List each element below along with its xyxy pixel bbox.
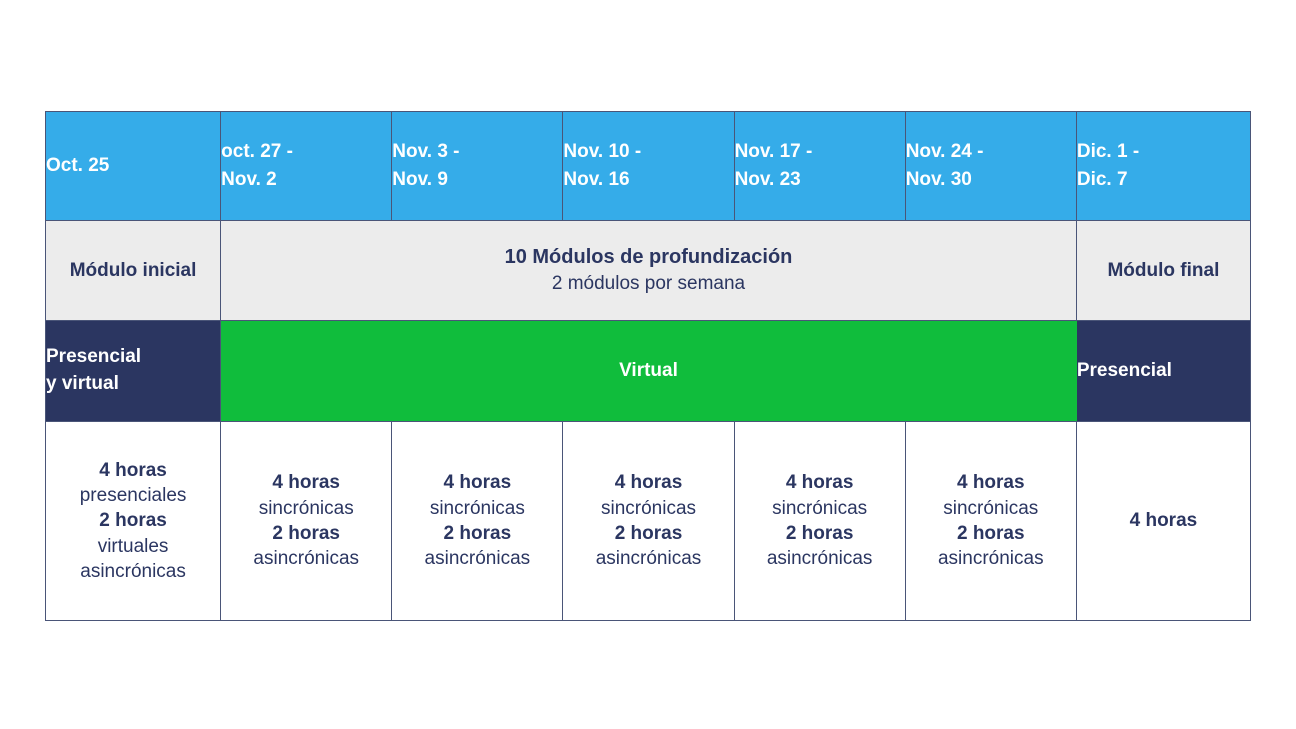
module-initial-cell: Módulo inicial [44, 220, 222, 321]
date-line: Dic. 7 [1076, 169, 1128, 190]
date-header-cell-0: Oct. 25 [44, 111, 222, 221]
date-line: Oct. 25 [46, 154, 110, 176]
date-line: Nov. 30 [905, 169, 972, 190]
hours-line: virtuales [97, 535, 169, 557]
modality-first-cell: Presencial y virtual [44, 320, 222, 422]
date-header-cell-6: Dic. 1 - Dic. 7 [1075, 111, 1252, 221]
hours-line: asincrónicas [595, 548, 702, 570]
modality-virtual-cell: Virtual [220, 320, 1077, 422]
module-row: Módulo inicial 10 Módulos de profundizac… [44, 220, 1252, 321]
hours-cell-6: 4 horas [1075, 421, 1252, 621]
module-deepening-title: 10 Módulos de profundización [504, 245, 793, 268]
hours-line: 2 horas [443, 523, 512, 544]
hours-row: 4 horas presenciales 2 horas virtuales a… [44, 421, 1252, 621]
modality-last-cell: Presencial [1075, 320, 1252, 422]
hours-cell-5: 4 horas sincrónicas 2 horas asincrónicas [904, 421, 1077, 621]
hours-line: 2 horas [956, 523, 1025, 544]
hours-line: asincrónicas [424, 548, 531, 570]
hours-line: presenciales [79, 485, 187, 507]
date-line: Dic. 1 - [1076, 140, 1140, 162]
hours-line: sincrónicas [772, 497, 868, 519]
hours-line: sincrónicas [258, 497, 354, 519]
hours-cell-0: 4 horas presenciales 2 horas virtuales a… [44, 421, 222, 621]
hours-line: 4 horas [785, 472, 854, 494]
date-header-cell-5: Nov. 24 - Nov. 30 [904, 111, 1077, 221]
hours-line: asincrónicas [937, 548, 1044, 570]
modality-line: y virtual [46, 373, 119, 394]
modality-line: Presencial [46, 346, 142, 368]
hours-cell-4: 4 horas sincrónicas 2 horas asincrónicas [733, 421, 906, 621]
hours-line: sincrónicas [600, 497, 697, 519]
date-line: oct. 27 - [221, 140, 293, 162]
hours-line: 4 horas [272, 472, 340, 494]
hours-line: 4 horas [443, 472, 512, 494]
hours-line: 2 horas [99, 510, 167, 532]
hours-line: asincrónicas [253, 548, 360, 570]
hours-line: sincrónicas [429, 497, 525, 519]
course-schedule-table: Oct. 25 oct. 27 - Nov. 2 Nov. 3 - Nov. 9… [44, 111, 1252, 621]
date-line: Nov. 23 [734, 169, 801, 190]
date-header-cell-1: oct. 27 - Nov. 2 [220, 111, 393, 221]
date-line: Nov. 16 [563, 169, 630, 190]
date-line: Nov. 24 - [905, 140, 984, 162]
module-deepening-cell: 10 Módulos de profundización 2 módulos p… [220, 220, 1077, 321]
module-deepening-subtitle: 2 módulos por semana [551, 273, 746, 295]
date-line: Nov. 3 - [392, 140, 460, 162]
hours-line: 2 horas [614, 523, 683, 544]
hours-line: 4 horas [1129, 510, 1198, 532]
hours-line: 4 horas [99, 459, 167, 481]
date-line: Nov. 17 - [734, 140, 813, 162]
hours-line: 4 horas [956, 472, 1025, 494]
module-final-cell: Módulo final [1075, 220, 1252, 321]
date-header-cell-2: Nov. 3 - Nov. 9 [391, 111, 564, 221]
date-line: Nov. 2 [221, 169, 277, 190]
hours-cell-3: 4 horas sincrónicas 2 horas asincrónicas [562, 421, 735, 621]
hours-line: 2 horas [785, 523, 854, 544]
hours-line: sincrónicas [943, 497, 1039, 519]
date-line: Nov. 9 [392, 169, 448, 190]
hours-line: asincrónicas [766, 548, 873, 570]
date-header-cell-4: Nov. 17 - Nov. 23 [733, 111, 906, 221]
hours-line: 2 horas [272, 523, 340, 544]
hours-cell-1: 4 horas sincrónicas 2 horas asincrónicas [220, 421, 393, 621]
date-header-row: Oct. 25 oct. 27 - Nov. 2 Nov. 3 - Nov. 9… [44, 111, 1252, 221]
hours-line: asincrónicas [80, 560, 186, 582]
hours-cell-2: 4 horas sincrónicas 2 horas asincrónicas [391, 421, 564, 621]
date-header-cell-3: Nov. 10 - Nov. 16 [562, 111, 735, 221]
date-line: Nov. 10 - [563, 140, 642, 162]
modality-row: Presencial y virtual Virtual Presencial [44, 320, 1252, 422]
hours-line: 4 horas [614, 472, 683, 494]
